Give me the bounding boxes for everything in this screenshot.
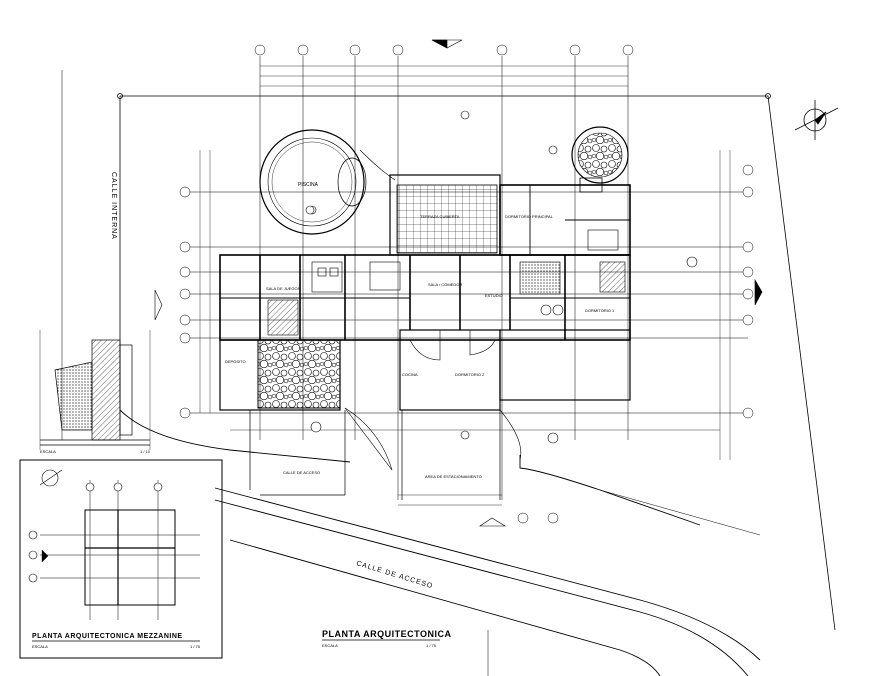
main-scale: 1 / 75	[426, 643, 437, 648]
main-scale-word: ESCALA	[322, 643, 338, 648]
room-label-piscina: PISCINA	[298, 182, 319, 188]
room-label-sala-comedor: SALA / COMEDOR	[428, 282, 462, 287]
mezzanine-inset	[19, 459, 223, 659]
room-label-terraza: TERRAZA CUBIERTA	[420, 214, 460, 219]
dimension-lines	[199, 65, 731, 506]
north-arrow-icon	[794, 100, 839, 140]
mezzanine-scale-word: ESCALA	[32, 644, 48, 649]
wall-section-detail	[39, 330, 151, 450]
room-label-calle-acceso: CALLE DE ACCESO	[283, 470, 320, 475]
fixtures	[267, 229, 626, 336]
room-label-deposito: DEPOSITO	[225, 359, 246, 364]
mezzanine-plan-title: PLANTA ARQUITECTONICA MEZZANINE	[32, 633, 183, 640]
room-label-area-estacionamiento: AREA DE ESTACIONAMIENTO	[425, 474, 482, 479]
door-swings	[344, 149, 522, 471]
street-access-label: CALLE DE ACCESO	[355, 560, 434, 590]
mezzanine-scale: 1 / 75	[190, 644, 201, 649]
room-label-sala-juegos: SALA DE JUEGOS	[266, 286, 301, 291]
section-scale: 1 / 10	[140, 449, 151, 454]
room-label-cocina: COCINA	[402, 372, 418, 377]
terrace-grid	[396, 184, 498, 254]
section-markers	[154, 39, 763, 527]
section-scale-word: ESCALA	[40, 449, 56, 454]
stone-patio	[257, 339, 341, 409]
room-label-dormitorio-2: DORMITORIO 2	[455, 372, 485, 377]
access-street-lines	[119, 409, 761, 676]
room-label-estudio: ESTUDIO	[485, 293, 503, 298]
room-labels: PISCINA TERRAZA CUBIERTA DORMITORIO PRIN…	[225, 182, 615, 479]
main-plan-title: PLANTA ARQUITECTONICA	[322, 629, 452, 639]
parking-lines	[249, 410, 501, 500]
round-garden	[571, 126, 629, 193]
site-boundary	[61, 70, 836, 631]
room-label-dormitorio-principal: DORMITORIO PRINCIPAL	[505, 214, 554, 219]
room-label-dormitorio-1: DORMITORIO 1	[585, 308, 615, 313]
street-internal-label: CALLE INTERNA	[110, 172, 117, 240]
